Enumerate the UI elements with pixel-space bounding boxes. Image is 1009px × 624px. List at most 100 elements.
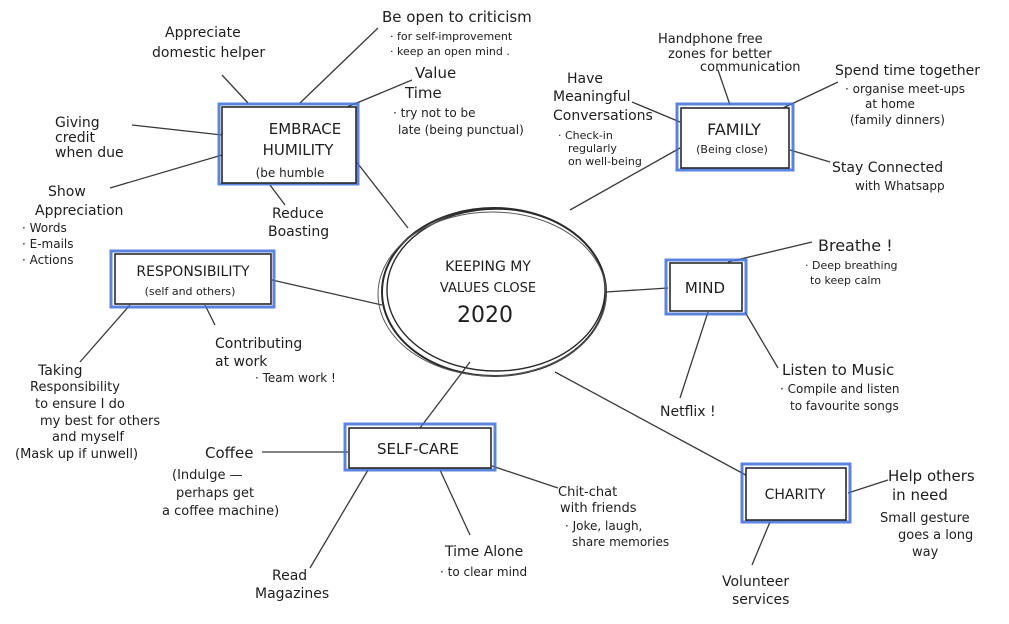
svg-text:Reduce: Reduce: [272, 206, 324, 222]
center-line-1: KEEPING MY: [445, 259, 531, 275]
svg-text:Time: Time: [404, 84, 442, 102]
svg-text:with Whatsapp: with Whatsapp: [855, 179, 945, 193]
svg-text:Giving: Giving: [55, 115, 100, 131]
svg-text:· E-mails: · E-mails: [22, 237, 74, 251]
reduce-boasting-note: Reduce Boasting: [268, 206, 329, 240]
svg-text:Listen to Music: Listen to Music: [782, 361, 894, 379]
svg-text:(family dinners): (family dinners): [850, 113, 945, 127]
svg-text:· Actions: · Actions: [22, 253, 73, 267]
listen-music-note: Listen to Music · Compile and listen to …: [780, 361, 900, 413]
svg-text:way: way: [912, 545, 939, 560]
svg-text:(Mask up if unwell): (Mask up if unwell): [15, 447, 138, 462]
help-others-note: Help others in need: [888, 467, 975, 504]
svg-text:a coffee machine): a coffee machine): [162, 504, 279, 519]
svg-text:Responsibility: Responsibility: [30, 380, 120, 395]
breathe-note: Breathe ! · Deep breathing to keep calm: [805, 236, 898, 287]
svg-text:· Check-in: · Check-in: [558, 129, 613, 142]
svg-text:Appreciate: Appreciate: [165, 25, 241, 41]
netflix-note: Netflix !: [660, 404, 716, 420]
svg-text:Contributing: Contributing: [215, 336, 302, 352]
taking-responsibility-note: Taking Responsibility to ensure I do my …: [15, 363, 160, 462]
svg-text:my best for others: my best for others: [40, 414, 160, 429]
svg-text:and myself: and myself: [52, 430, 124, 445]
svg-text:Taking: Taking: [37, 363, 83, 379]
charity-node: CHARITY: [740, 462, 852, 524]
svg-text:Coffee: Coffee: [205, 444, 253, 462]
time-alone-note: Time Alone · to clear mind: [440, 544, 527, 579]
svg-text:· try not to be: · try not to be: [393, 106, 476, 120]
family-title: FAMILY: [707, 120, 761, 139]
stay-connected-note: Stay Connected with Whatsapp: [832, 160, 945, 193]
svg-text:Boasting: Boasting: [268, 224, 329, 240]
open-to-criticism-note: Be open to criticism · for self-improvem…: [382, 8, 532, 58]
svg-text:regularly: regularly: [568, 142, 617, 155]
svg-text:at home: at home: [865, 97, 915, 111]
svg-text:Volunteer: Volunteer: [722, 574, 789, 590]
spend-time-note: Spend time together · organise meet-ups …: [835, 63, 980, 127]
svg-text:Stay Connected: Stay Connected: [832, 160, 943, 176]
family-subtitle: (Being close): [696, 143, 768, 156]
contributing-note: Contributing at work · Team work !: [215, 336, 336, 385]
svg-text:Meaningful: Meaningful: [553, 89, 631, 105]
svg-text:· to clear mind: · to clear mind: [440, 565, 527, 579]
svg-text:on well-being: on well-being: [568, 155, 642, 168]
svg-text:to favourite songs: to favourite songs: [790, 399, 899, 413]
svg-text:Chit-chat: Chit-chat: [558, 485, 617, 500]
responsibility-subtitle: (self and others): [145, 285, 236, 298]
charity-title: CHARITY: [765, 487, 826, 503]
handphone-free-note: Handphone free zones for better communic…: [658, 32, 801, 75]
embrace-title-1: EMBRACE: [269, 120, 341, 138]
svg-text:services: services: [732, 592, 789, 608]
svg-text:to keep calm: to keep calm: [810, 274, 881, 287]
svg-text:domestic helper: domestic helper: [152, 45, 265, 61]
giving-credit-note: Giving credit when due: [55, 115, 124, 161]
center-year: 2020: [457, 303, 513, 328]
self-care-node: SELF-CARE: [343, 422, 497, 472]
responsibility-title: RESPONSIBILITY: [136, 264, 250, 280]
mind-title: MIND: [685, 279, 725, 297]
svg-text:with friends: with friends: [560, 501, 637, 516]
svg-text:· Joke, laugh,: · Joke, laugh,: [565, 519, 642, 533]
svg-text:to ensure I do: to ensure I do: [35, 397, 125, 412]
svg-text:Spend time together: Spend time together: [835, 63, 980, 79]
svg-text:Show: Show: [48, 184, 86, 200]
svg-text:when due: when due: [55, 145, 124, 161]
volunteer-note: Volunteer services: [722, 574, 789, 608]
svg-text:Be open to criticism: Be open to criticism: [382, 8, 532, 26]
svg-text:· for self-improvement: · for self-improvement: [390, 30, 513, 43]
svg-text:at work: at work: [215, 354, 268, 370]
svg-text:Time Alone: Time Alone: [444, 544, 523, 560]
read-magazines-note: Read Magazines: [255, 568, 329, 602]
svg-text:(Indulge —: (Indulge —: [172, 468, 243, 483]
family-node: FAMILY (Being close): [675, 102, 795, 172]
svg-text:· Deep breathing: · Deep breathing: [805, 259, 898, 272]
svg-text:communication: communication: [700, 60, 801, 75]
mind-node: MIND: [664, 258, 748, 316]
self-care-title: SELF-CARE: [377, 440, 459, 458]
svg-text:zones for better: zones for better: [668, 47, 772, 62]
svg-text:Magazines: Magazines: [255, 586, 329, 602]
appreciate-helper-note: Appreciate domestic helper: [152, 25, 265, 61]
svg-text:Help others: Help others: [888, 467, 975, 485]
svg-text:Have: Have: [567, 71, 603, 87]
embrace-subtitle: (be humble: [256, 166, 325, 180]
center-line-2: VALUES CLOSE: [440, 281, 536, 296]
svg-text:· Compile and listen: · Compile and listen: [780, 382, 900, 396]
small-gesture-note: Small gesture goes a long way: [880, 511, 973, 560]
coffee-note: Coffee (Indulge — perhaps get a coffee m…: [162, 444, 279, 519]
svg-text:Handphone free: Handphone free: [658, 32, 763, 47]
central-node: KEEPING MY VALUES CLOSE 2020: [377, 207, 607, 377]
svg-text:Value: Value: [415, 64, 456, 82]
responsibility-node: RESPONSIBILITY (self and others): [109, 249, 276, 309]
connectors: [79, 27, 889, 569]
value-time-note: Value Time · try not to be late (being p…: [393, 64, 524, 137]
svg-text:share memories: share memories: [572, 535, 669, 549]
svg-text:credit: credit: [55, 130, 96, 146]
svg-text:Read: Read: [272, 568, 307, 584]
svg-text:in need: in need: [892, 486, 948, 504]
svg-text:perhaps get: perhaps get: [176, 486, 254, 501]
svg-text:· Team work !: · Team work !: [255, 371, 336, 385]
svg-text:Breathe !: Breathe !: [818, 236, 893, 255]
